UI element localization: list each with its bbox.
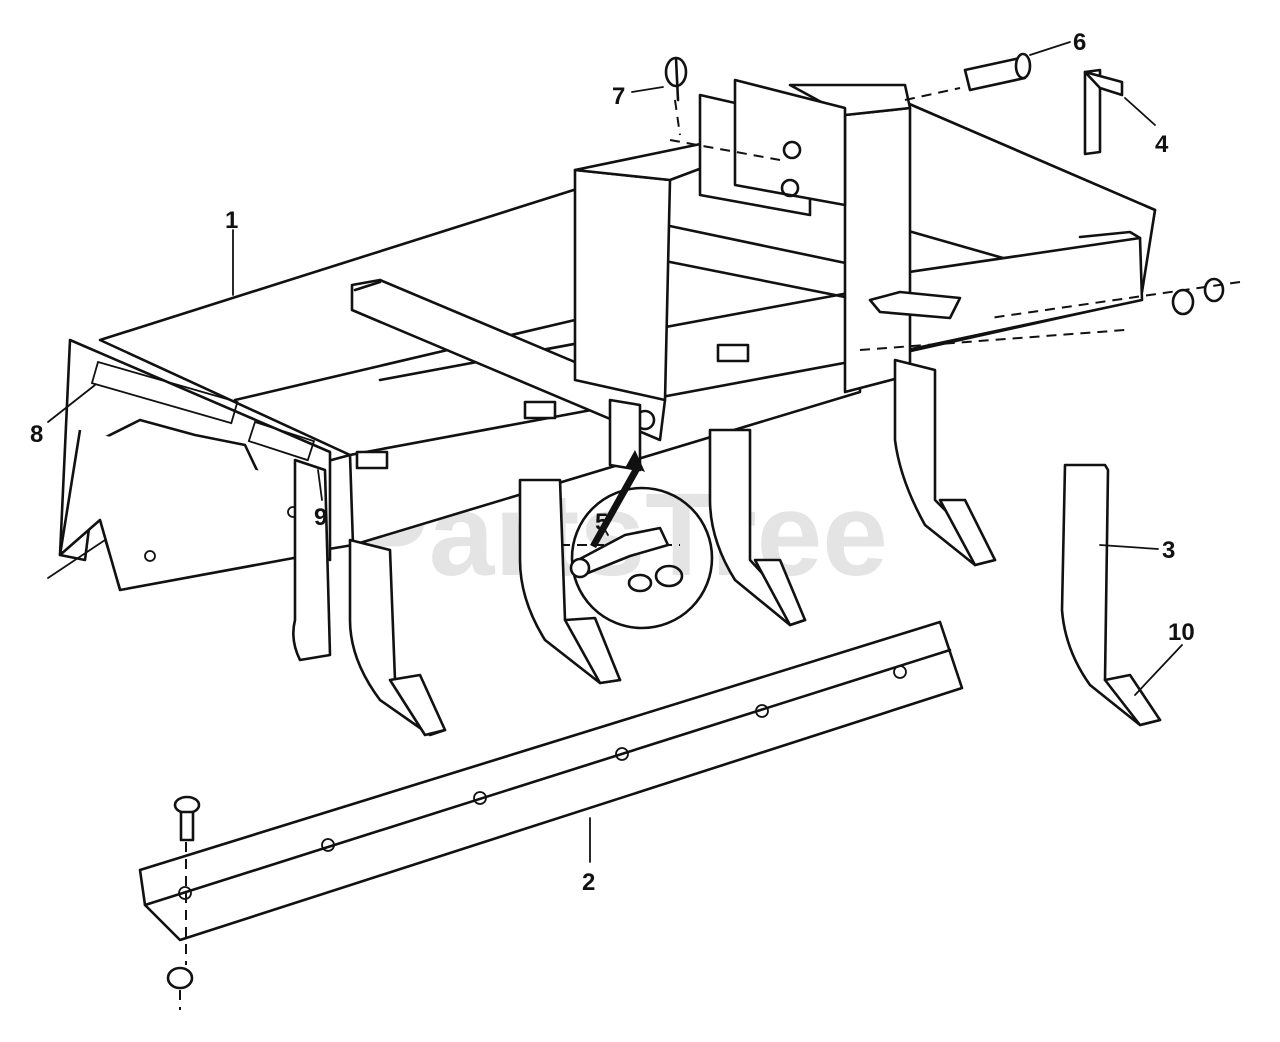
hitch-pin-part [963, 52, 1032, 92]
callout-7[interactable]: 7 [612, 83, 625, 110]
callout-3[interactable]: 3 [1162, 537, 1175, 564]
nut-icon [1171, 288, 1195, 316]
shank-1 [292, 458, 332, 662]
frame-assembly [47, 78, 1241, 592]
callout-6[interactable]: 6 [1073, 29, 1086, 56]
callout-5[interactable]: 5 [595, 509, 608, 536]
clamp-bracket-2 [523, 400, 557, 420]
callout-2[interactable]: 2 [582, 869, 595, 896]
lynch-pin-part [664, 56, 688, 102]
bolt-detail-inset [569, 450, 714, 630]
detail-arrow [590, 450, 645, 548]
bolt-detail-circle [570, 486, 714, 630]
blade-nut-icon [166, 966, 194, 990]
washer-icon [1203, 277, 1225, 303]
scraper-blade-part [138, 620, 964, 942]
callout-4[interactable]: 4 [1155, 131, 1169, 158]
lock-washer-icon [627, 573, 653, 593]
nut-washer-right [1171, 277, 1225, 316]
callout-8[interactable]: 8 [30, 421, 43, 448]
callouts: 1 2 3 4 5 6 7 8 9 10 [30, 29, 1195, 896]
callout-1[interactable]: 1 [225, 207, 238, 234]
blade-bolt-part [166, 795, 201, 1010]
front-cross-bar [350, 278, 667, 442]
clamp-bracket-3 [716, 343, 750, 363]
hex-nut-icon [654, 564, 684, 588]
clamp-bracket-1 [355, 450, 389, 470]
front-tool-bar [348, 358, 862, 547]
callout-10[interactable]: 10 [1168, 619, 1195, 646]
callout-9[interactable]: 9 [314, 504, 327, 531]
wrench-part [1083, 68, 1124, 156]
shanks-group [292, 358, 997, 737]
center-mast-post [573, 168, 672, 402]
shank-clamp-right [868, 290, 962, 320]
spare-shank-part [1060, 463, 1162, 727]
shovel-part [1103, 673, 1162, 727]
